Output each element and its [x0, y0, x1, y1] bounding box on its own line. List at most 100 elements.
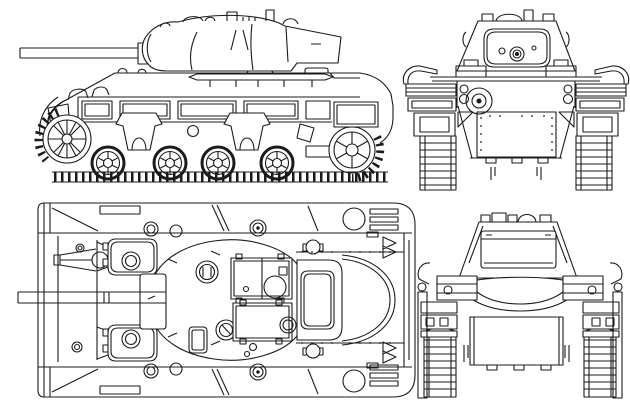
mg-port	[498, 47, 506, 55]
road-wheel-3-hub	[212, 157, 224, 169]
bolt-dot	[551, 133, 553, 135]
skirt-panels	[81, 100, 331, 120]
bogie-front	[115, 112, 163, 151]
filler-cap-bottom	[342, 369, 366, 393]
headlight-left-lower	[458, 93, 470, 105]
track-left	[419, 135, 457, 191]
glacis-lines	[57, 236, 98, 362]
bolt-dot	[521, 115, 523, 117]
drive-sprocket-hub	[61, 133, 73, 145]
lower-plate	[476, 111, 557, 158]
headlight-right-upper	[563, 84, 573, 94]
deck-rack	[188, 73, 334, 87]
turret-roof-fittings	[481, 9, 555, 22]
return-roller	[186, 124, 200, 138]
idler-adjuster	[296, 123, 351, 161]
bolt-dot	[379, 342, 381, 344]
fender-left	[405, 83, 457, 137]
road-wheel-2-rim	[157, 150, 183, 176]
circle4-inner	[282, 319, 294, 331]
side-view	[19, 9, 394, 183]
top-plan-view	[17, 202, 416, 398]
tow-hooks	[490, 167, 542, 180]
bolt-dot	[321, 342, 323, 344]
hatch-top-periscope-inner	[124, 254, 138, 268]
glacis-sides	[456, 81, 576, 108]
circle4	[279, 316, 297, 334]
rear-edge-lines	[403, 233, 410, 367]
vent-circle	[263, 275, 287, 299]
fender-right	[562, 275, 604, 301]
bolt-dot	[359, 251, 361, 253]
horn-guard-right	[609, 262, 623, 285]
commander-hatch	[230, 253, 293, 304]
turret-roof-fittings	[480, 212, 552, 223]
bolt-dot	[379, 251, 381, 253]
horn-inner	[73, 343, 81, 351]
fender-right-light	[587, 285, 597, 295]
feet	[486, 365, 552, 371]
flap-left	[420, 301, 458, 338]
bolt-dot	[480, 117, 482, 119]
vent-cap-top	[305, 239, 321, 255]
track-rear-wrap	[351, 135, 385, 183]
bolt-dot	[543, 115, 545, 117]
small-box	[278, 266, 288, 276]
road-wheel-3-rim	[205, 150, 231, 176]
hull-profile	[47, 72, 394, 144]
bow-mg-housing	[465, 87, 493, 115]
track-front-wrap	[34, 108, 60, 163]
headlight-left-upper	[459, 84, 469, 94]
turret-periscope	[195, 260, 219, 284]
corner-vents	[369, 208, 399, 387]
gun-bore-outer	[509, 46, 525, 62]
deck-scope-3-dot	[256, 226, 260, 230]
bustle-hatch	[300, 270, 335, 330]
bolt-dot	[551, 149, 553, 151]
gusset-right	[558, 111, 575, 128]
bow-mg-ball	[471, 93, 487, 109]
plate-hooks	[463, 345, 570, 362]
road-wheel-4-hub	[271, 157, 283, 169]
hatch-bottom	[102, 324, 158, 362]
center-plate	[469, 316, 564, 366]
tiny-circle-1	[248, 342, 258, 352]
bolt-dot	[499, 115, 501, 117]
hatch-top-periscope	[121, 251, 141, 271]
flap-right	[582, 301, 620, 338]
siren	[75, 243, 85, 253]
tail-strip-left	[417, 291, 428, 399]
bolt-dot	[331, 342, 333, 344]
bolt-dot	[349, 251, 351, 253]
rear-skirt-box	[333, 101, 379, 128]
bolt-dot	[389, 342, 391, 344]
bolt-dot	[369, 342, 371, 344]
horn-guard-left	[417, 262, 431, 285]
bolt-dot	[311, 342, 313, 344]
deck-scope-4-inner	[146, 366, 156, 376]
mantlet	[483, 28, 551, 68]
bolt-dot	[480, 141, 482, 143]
track-right	[575, 135, 613, 191]
fender-left-light	[443, 285, 453, 295]
road-wheel-1-rim	[95, 150, 121, 176]
tail-light-right	[613, 282, 623, 292]
bolt-dot	[349, 342, 351, 344]
turret-periscope-inner	[198, 263, 216, 281]
track-left	[423, 327, 457, 398]
bolt-dot	[551, 117, 553, 119]
weld-marks	[147, 250, 221, 346]
rear-view	[417, 212, 623, 399]
bolt-dot	[301, 251, 303, 253]
bolt-dot	[551, 141, 553, 143]
road-wheel-1-hub	[102, 157, 114, 169]
track-outline	[52, 171, 388, 183]
track-right	[583, 327, 617, 398]
deck-scope-3	[249, 219, 267, 237]
deck-scope-1-inner	[146, 224, 156, 234]
turret-seams	[146, 23, 321, 71]
front-view	[402, 9, 630, 191]
loader-hatch	[232, 299, 293, 345]
